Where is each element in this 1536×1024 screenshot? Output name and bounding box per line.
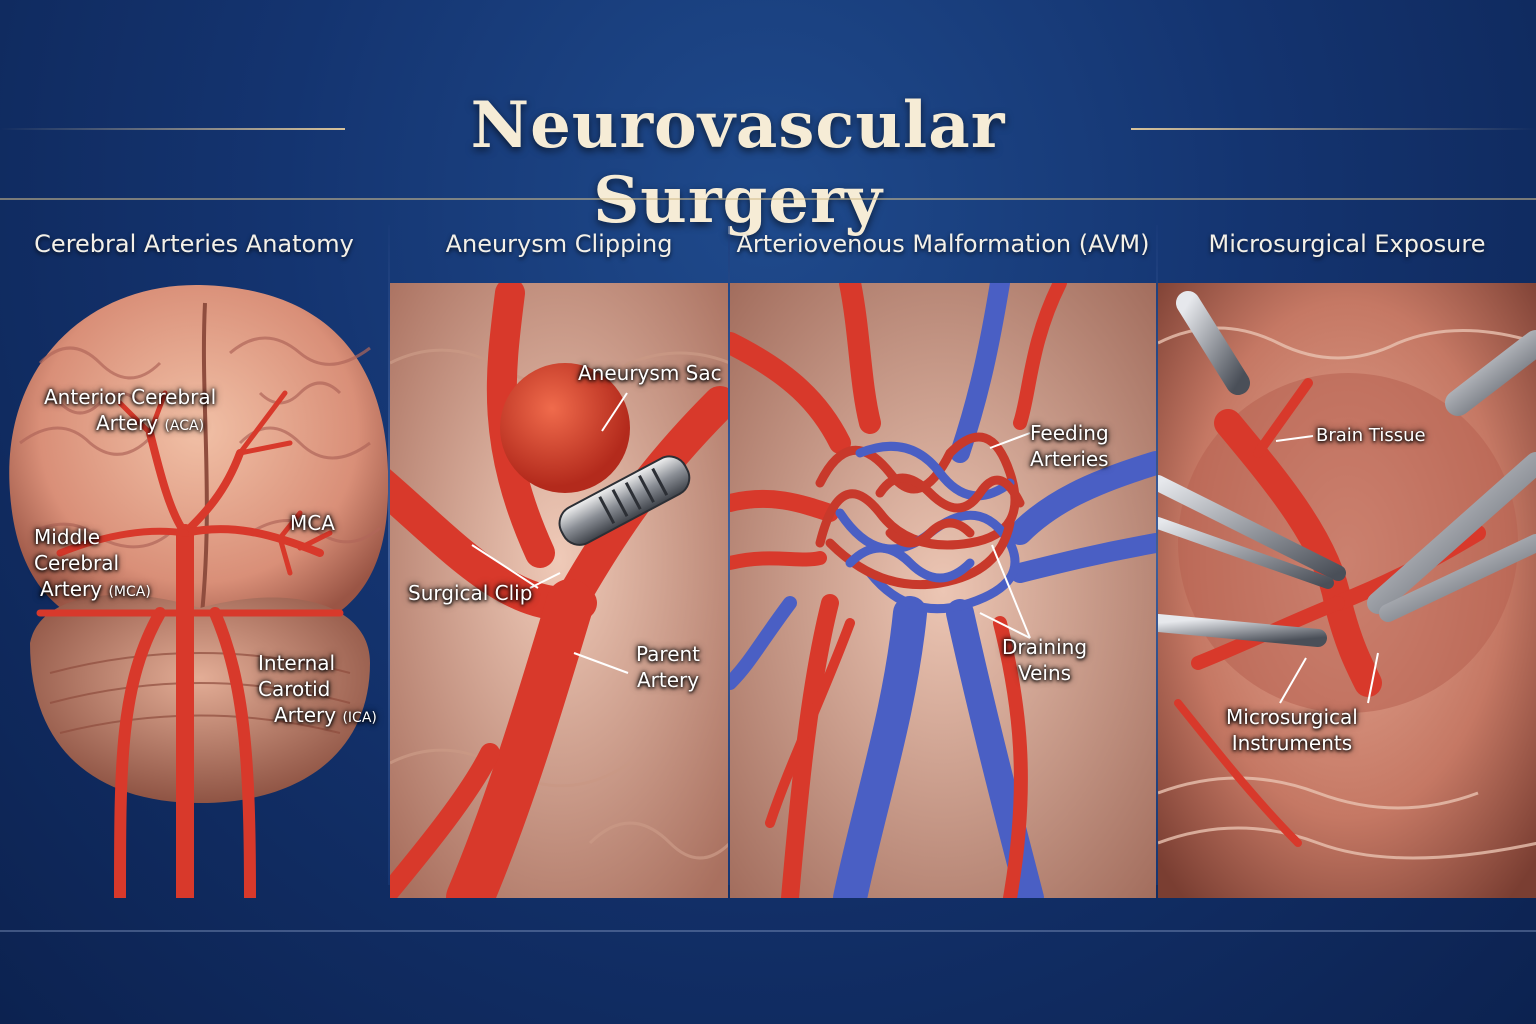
page-title: Neurovascular Surgery (470, 88, 1006, 238)
label-brain-tissue: Brain Tissue (1316, 425, 1426, 446)
label-mca: MCA (290, 511, 335, 535)
footer-rule (0, 930, 1536, 932)
panel-separator (1156, 225, 1158, 885)
exposure-illustration (1158, 283, 1536, 898)
label-anterior-cerebral-artery: Anterior Cerebral Artery (ACA) (44, 385, 217, 435)
panel-title: Microsurgical Exposure (1208, 230, 1486, 258)
label-microsurgical-instruments: Microsurgical Instruments (1226, 705, 1358, 755)
title-rule-right (1131, 128, 1536, 130)
panel-separator (728, 225, 730, 885)
panel-separator (388, 225, 390, 885)
panel-aneurysm-clipping: Aneurysm Clipping (390, 198, 728, 898)
brain-illustration (9, 284, 388, 898)
label-surgical-clip: Surgical Clip (408, 581, 533, 605)
label-middle-cerebral-artery: Middle Cerebral Artery (MCA) (34, 525, 151, 601)
panel-title: Arteriovenous Malformation (AVM) (736, 230, 1150, 258)
panel-title: Aneurysm Clipping (445, 230, 673, 258)
avm-illustration (730, 283, 1156, 898)
label-parent-artery: Parent Artery (636, 642, 701, 692)
label-aneurysm-sac: Aneurysm Sac (578, 361, 722, 385)
title-bar: Neurovascular Surgery (0, 70, 1536, 238)
panel-cerebral-arteries: Cerebral Arteries Anatomy (0, 198, 388, 898)
label-draining-veins: Draining Veins (1002, 635, 1088, 685)
title-rule-left (0, 128, 345, 130)
label-feeding-arteries: Feeding Arteries (1030, 421, 1109, 471)
label-internal-carotid-artery: Internal Carotid Artery (ICA) (258, 651, 377, 727)
panel-avm: Arteriovenous Malformation (AVM) (730, 198, 1156, 898)
panel-title: Cerebral Arteries Anatomy (34, 230, 354, 258)
aneurysm-illustration (390, 283, 728, 898)
panel-microsurgical-exposure: Microsurgical Exposure (1158, 198, 1536, 898)
header-divider (0, 198, 1536, 200)
